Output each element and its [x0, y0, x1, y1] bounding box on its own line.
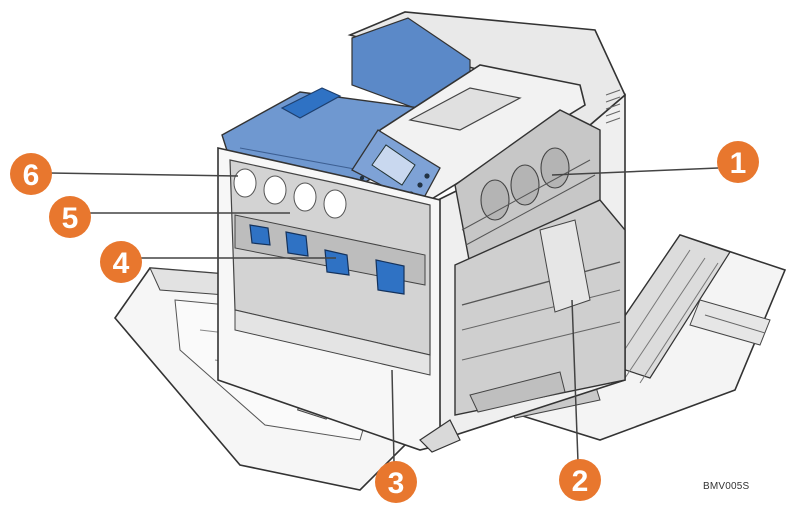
fusing-unit — [454, 109, 601, 267]
leader-lines — [49, 167, 719, 463]
svg-text:1: 1 — [730, 147, 747, 180]
svg-text:4: 4 — [113, 247, 130, 280]
leader-line-6 — [49, 172, 239, 177]
svg-text:2: 2 — [572, 465, 589, 498]
figure-code: BMV005S — [703, 481, 750, 492]
callout-6: 6 — [10, 153, 52, 195]
printer-control-panel-icon — [351, 129, 441, 206]
callout-1: 1 — [717, 141, 759, 183]
transfer-roller-area — [454, 199, 626, 416]
leader-line-2 — [571, 299, 579, 463]
svg-text:5: 5 — [62, 202, 79, 235]
leader-line-1 — [551, 167, 719, 176]
svg-text:6: 6 — [23, 159, 40, 192]
callout-4: 4 — [100, 241, 142, 283]
callout-3: 3 — [375, 461, 417, 503]
toner-cartridge-icon — [249, 224, 405, 295]
svg-text:3: 3 — [388, 467, 405, 500]
callout-5: 5 — [49, 196, 91, 238]
callout-2: 2 — [559, 459, 601, 501]
leader-line-3 — [391, 369, 395, 463]
